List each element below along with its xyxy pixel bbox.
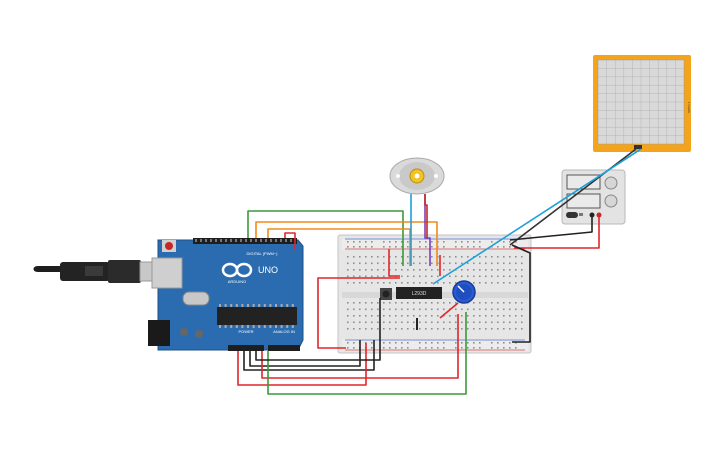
wire-green-bottom[interactable] bbox=[267, 312, 467, 395]
push-button[interactable] bbox=[380, 288, 392, 300]
wire-red-digital[interactable] bbox=[284, 232, 296, 249]
power-supply[interactable] bbox=[561, 169, 626, 225]
terminal-positive-icon[interactable] bbox=[596, 212, 602, 218]
wire-orange-2[interactable] bbox=[267, 228, 411, 266]
wire-red-pot[interactable] bbox=[439, 302, 459, 319]
digital-label: DIGITAL (PWM~) bbox=[247, 251, 279, 256]
analog-label: ANALOG IN bbox=[273, 329, 295, 334]
arduino-board[interactable]: DIGITAL (PWM~) UNO ARDUINO POWER ANALOG … bbox=[148, 238, 304, 351]
arduino-brand: UNO bbox=[258, 265, 278, 275]
wire-scope-blue[interactable] bbox=[432, 148, 642, 285]
usb-cable bbox=[33, 260, 169, 283]
dc-motor[interactable] bbox=[389, 157, 445, 195]
wire-black-bottom-2[interactable] bbox=[249, 340, 361, 367]
l293d-chip[interactable]: L293D bbox=[396, 287, 442, 299]
microcontroller-chip bbox=[217, 307, 297, 325]
power-jack bbox=[148, 320, 170, 346]
potentiometer-knob-icon bbox=[457, 285, 465, 293]
wire-green-top[interactable] bbox=[247, 210, 404, 266]
power-switch-icon[interactable] bbox=[566, 212, 578, 218]
wire-red-bottom-2[interactable] bbox=[261, 314, 459, 379]
wire-orange-1[interactable] bbox=[255, 221, 438, 266]
oscilloscope-terminals[interactable] bbox=[634, 145, 642, 149]
power-header[interactable] bbox=[228, 345, 264, 351]
wire-red-left-loop[interactable] bbox=[317, 277, 400, 349]
crystal bbox=[182, 291, 210, 306]
potentiometer[interactable] bbox=[452, 280, 476, 304]
wire-black-right[interactable] bbox=[511, 244, 531, 343]
arduino-logo-icon bbox=[221, 262, 253, 278]
wire-ps-red[interactable] bbox=[514, 217, 600, 249]
wire-black-arduino-left[interactable] bbox=[255, 298, 381, 361]
reset-button[interactable] bbox=[165, 242, 173, 250]
oscilloscope-side-label: 1 ms/div bbox=[687, 102, 691, 114]
arduino-logo-text: ARDUINO bbox=[228, 279, 246, 284]
current-knob-icon[interactable] bbox=[604, 194, 618, 208]
wire-motor-red[interactable] bbox=[424, 194, 428, 238]
usb-port bbox=[151, 257, 183, 289]
wire-black-bottom-1[interactable] bbox=[243, 340, 375, 371]
voltage-knob-icon[interactable] bbox=[604, 176, 618, 190]
terminal-negative-icon[interactable] bbox=[589, 212, 595, 218]
wire-ps-black[interactable] bbox=[509, 217, 593, 241]
l293d-label: L293D bbox=[412, 291, 427, 297]
wire-red-bb-1[interactable] bbox=[388, 249, 400, 277]
power-label: POWER bbox=[238, 329, 253, 334]
analog-header[interactable] bbox=[268, 345, 300, 351]
wire-red-bottom-1[interactable] bbox=[237, 343, 367, 386]
oscilloscope-grid bbox=[598, 60, 684, 144]
oscilloscope[interactable]: 1 ms/div bbox=[593, 55, 691, 152]
